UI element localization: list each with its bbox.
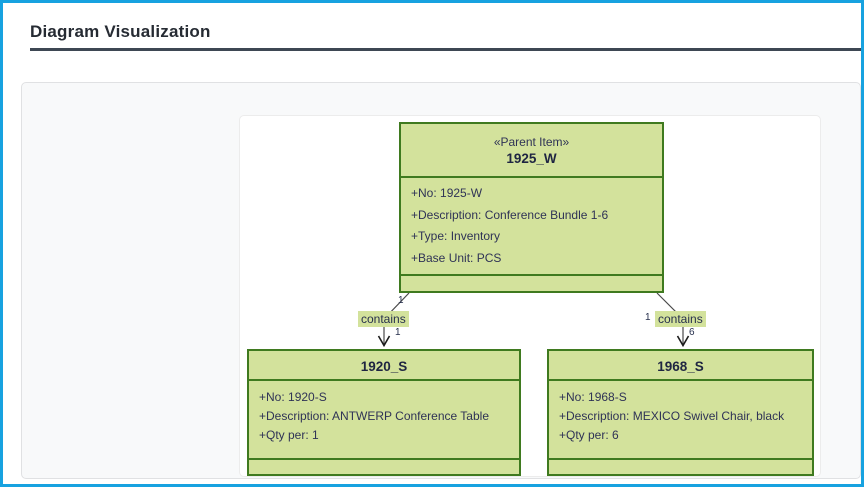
attribute-line: +Description: Conference Bundle 1-6 [411,207,609,222]
node-name: 1925_W [506,150,557,166]
node-stereotype: «Parent Item» [493,134,570,149]
edge-target-multiplicity: 6 [689,327,695,338]
edge-label-contains[interactable]: contains [358,311,409,327]
attribute-line: +Description: MEXICO Swivel Chair, black [559,409,785,423]
diagram-canvas[interactable]: «Parent Item» 1925_W +No: 1925-W +Descri… [239,115,821,477]
page-title: Diagram Visualization [30,22,211,41]
node-parent-item[interactable]: «Parent Item» 1925_W +No: 1925-W +Descri… [399,122,664,293]
title-divider [30,48,861,51]
attribute-line: +No: 1968-S [559,390,627,404]
edge-label-contains[interactable]: contains [655,311,706,327]
attribute-line: +Description: ANTWERP Conference Table [259,409,489,423]
edge-target-multiplicity: 1 [395,327,401,338]
node-footer [549,458,812,474]
node-child-1968s[interactable]: 1968_S +No: 1968-S +Description: MEXICO … [547,349,814,476]
edge-source-multiplicity: 1 [398,295,404,306]
node-attributes: +No: 1920-S +Description: ANTWERP Confer… [249,381,519,458]
attribute-line: +Type: Inventory [411,229,501,243]
arrowhead-down-icon [377,335,391,348]
node-header: 1968_S [549,351,812,381]
node-name: 1968_S [657,358,704,374]
node-child-1920s[interactable]: 1920_S +No: 1920-S +Description: ANTWERP… [247,349,521,476]
node-name: 1920_S [360,358,408,374]
node-footer [249,458,519,474]
attribute-line: +No: 1925-W [411,186,483,200]
attribute-line: +Qty per: 6 [559,428,619,442]
arrowhead-down-icon [676,335,690,348]
node-attributes: +No: 1968-S +Description: MEXICO Swivel … [549,381,812,458]
node-header: «Parent Item» 1925_W [401,124,662,178]
node-footer [401,274,662,291]
attribute-line: +No: 1920-S [259,390,327,404]
edge-source-multiplicity: 1 [645,312,651,323]
attribute-line: +Qty per: 1 [259,428,319,442]
attribute-line: +Base Unit: PCS [411,250,502,265]
node-header: 1920_S [249,351,519,381]
diagram-container: «Parent Item» 1925_W +No: 1925-W +Descri… [21,82,861,479]
node-attributes: +No: 1925-W +Description: Conference Bun… [401,178,662,274]
